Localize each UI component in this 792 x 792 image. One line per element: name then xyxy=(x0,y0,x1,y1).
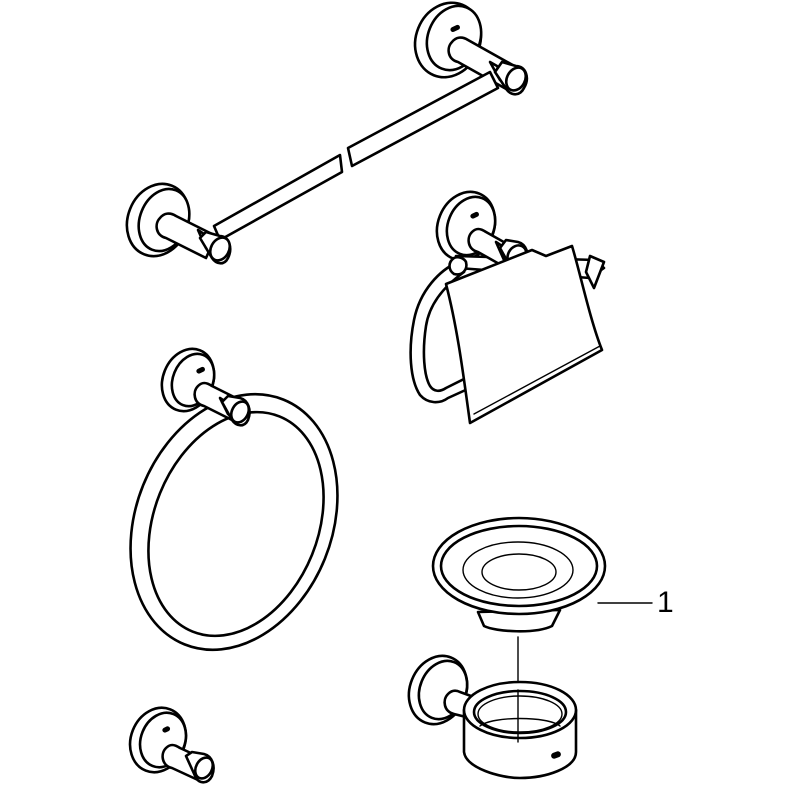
towel-ring xyxy=(129,347,339,652)
towel-bar xyxy=(125,1,529,265)
towel-bar-right-rosette xyxy=(413,1,529,96)
soap-dish-holder xyxy=(407,516,653,780)
callout-label-1: 1 xyxy=(657,586,674,619)
robe-hook xyxy=(128,706,215,784)
soap-dish xyxy=(431,516,607,633)
towel-bar-left-rosette xyxy=(125,182,232,265)
toilet-paper-holder xyxy=(409,190,606,425)
